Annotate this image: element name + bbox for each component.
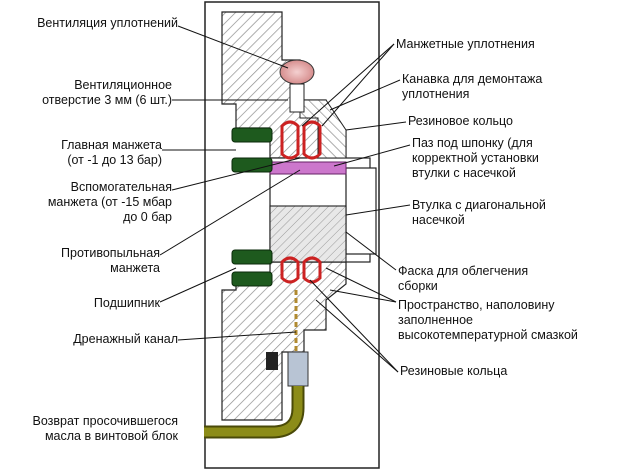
- small-fitting: [266, 352, 278, 370]
- label-o-ring: Резиновое кольцо: [408, 114, 513, 128]
- red-seal-top-1: [280, 120, 300, 160]
- red-seal-bottom-1: [280, 256, 300, 284]
- vent-filter: [279, 59, 315, 85]
- red-seal-bottom-2: [302, 256, 322, 284]
- drain-fitting: [287, 351, 309, 387]
- red-seal-top-2: [302, 120, 322, 160]
- label-dust-cuff: Противопыльная манжета: [61, 246, 160, 275]
- label-knurled-sleeve: Втулка с диагональной насечкой: [412, 198, 546, 227]
- label-grease-space: Пространство, наполовину заполненное выс…: [398, 298, 578, 342]
- cuff-top: [231, 127, 273, 143]
- key-sleeve: [269, 161, 347, 175]
- label-removal-groove: Канавка для демонтажа уплотнения: [402, 72, 543, 101]
- label-assembly-chamfer: Фаска для облегчения сборки: [398, 264, 529, 293]
- label-seal-ventilation: Вентиляция уплотнений: [37, 16, 178, 30]
- leader-lines-right: [301, 43, 411, 373]
- label-main-cuff: Главная манжета (от -1 до 13 бар): [61, 138, 162, 167]
- label-oil-return: Возврат просочившегося масла в винтовой …: [32, 414, 178, 443]
- leader-lines-left: [159, 25, 301, 341]
- label-key-slot: Паз под шпонку (для корректной установки…: [412, 136, 539, 180]
- cuff-bottom-2: [231, 271, 273, 287]
- label-aux-cuff: Вспомогательная манжета (от -15 мбар до …: [47, 180, 172, 224]
- label-lip-seals: Манжетные уплотнения: [396, 37, 535, 51]
- vent-stem: [289, 83, 305, 113]
- label-o-rings: Резиновые кольца: [400, 364, 508, 378]
- cuff-bottom: [231, 249, 273, 265]
- label-vent-hole: Вентиляционное отверстие 3 мм (6 шт.): [42, 78, 172, 107]
- label-drain-channel: Дренажный канал: [73, 332, 178, 346]
- knurled-sleeve: [269, 205, 347, 263]
- label-bearing: Подшипник: [93, 296, 160, 310]
- seal-carrier: [299, 99, 347, 159]
